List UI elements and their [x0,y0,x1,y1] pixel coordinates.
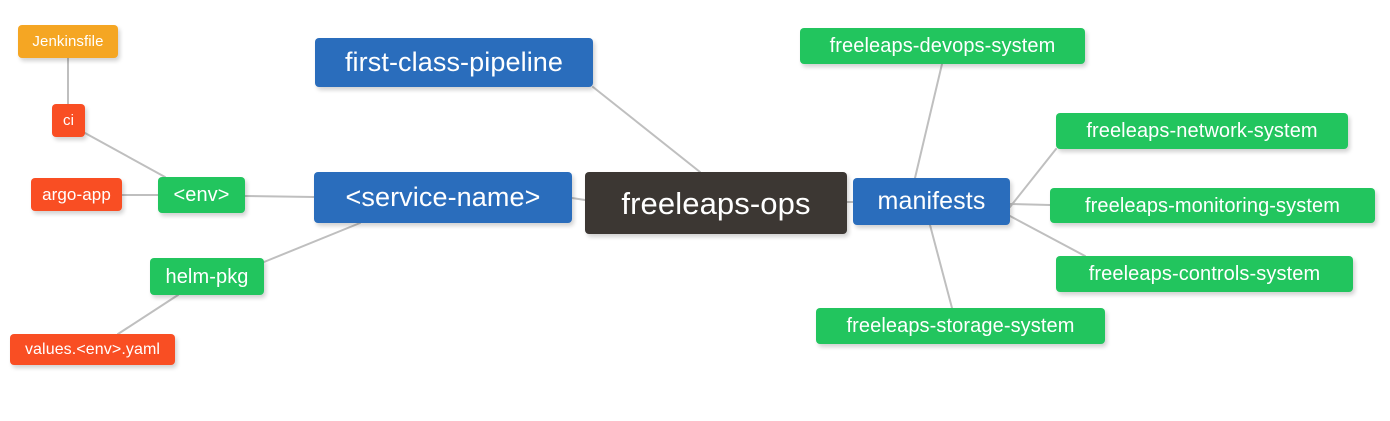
node-label-service-name: <service-name> [345,182,541,212]
edge-service-name-to-helm-pkg [263,222,361,263]
node-label-ci: ci [62,112,75,129]
mindmap-node-values-yaml[interactable]: values.<env>.yaml [10,334,175,365]
mindmap-node-ci[interactable]: ci [52,104,85,137]
mindmap-node-env[interactable]: <env> [158,177,245,213]
mindmap-node-network-system[interactable]: freeleaps-network-system [1056,113,1348,149]
mindmap-node-manifests[interactable]: manifests [853,178,1010,225]
node-label-storage-system: freeleaps-storage-system [846,315,1075,337]
edge-manifests-to-storage-system [929,224,953,309]
edge-helm-pkg-to-values-yaml [117,294,179,335]
node-label-devops-system: freeleaps-devops-system [829,35,1056,57]
edge-env-to-service-name [244,195,315,198]
edge-manifests-to-monitoring-system [1009,203,1051,206]
mindmap-node-freeleaps-ops[interactable]: freeleaps-ops [585,172,847,234]
mindmap-node-storage-system[interactable]: freeleaps-storage-system [816,308,1105,344]
node-label-first-class-pipeline: first-class-pipeline [344,47,564,77]
mindmap-node-controls-system[interactable]: freeleaps-controls-system [1056,256,1353,292]
node-label-jenkinsfile: Jenkinsfile [32,33,104,50]
edge-ci-to-env [84,132,166,178]
node-label-manifests: manifests [877,187,986,215]
node-label-controls-system: freeleaps-controls-system [1088,263,1321,285]
mindmap-node-argo-app[interactable]: argo-app [31,178,122,211]
node-label-network-system: freeleaps-network-system [1086,120,1318,142]
node-label-env: <env> [173,184,230,206]
mindmap-node-first-class-pipeline[interactable]: first-class-pipeline [315,38,593,87]
node-label-argo-app: argo-app [42,185,111,204]
node-label-freeleaps-ops: freeleaps-ops [621,185,811,221]
mindmap-node-jenkinsfile[interactable]: Jenkinsfile [18,25,118,58]
mindmap-node-monitoring-system[interactable]: freeleaps-monitoring-system [1050,188,1375,223]
node-label-monitoring-system: freeleaps-monitoring-system [1084,194,1340,217]
edge-manifests-to-devops-system [914,63,943,179]
mindmap-node-helm-pkg[interactable]: helm-pkg [150,258,264,295]
edge-service-name-to-freeleaps-ops [571,197,586,201]
mindmap-node-service-name[interactable]: <service-name> [314,172,572,223]
node-label-values-yaml: values.<env>.yaml [24,340,161,358]
node-label-helm-pkg: helm-pkg [165,265,249,288]
mindmap-node-devops-system[interactable]: freeleaps-devops-system [800,28,1085,64]
edge-first-class-pipeline-to-freeleaps-ops [592,86,701,173]
